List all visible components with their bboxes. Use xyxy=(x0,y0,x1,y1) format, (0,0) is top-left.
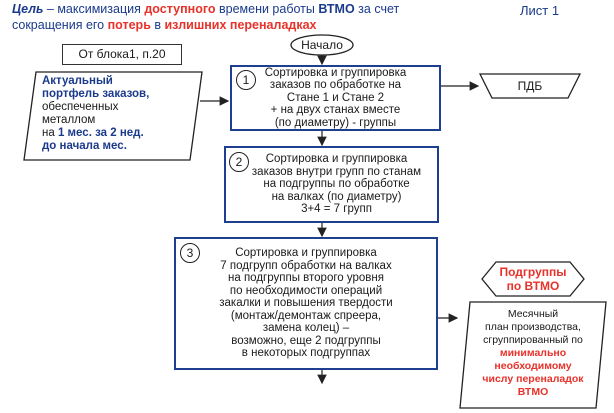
step3-box: Сортировка и группировка 7 подгрупп обра… xyxy=(174,237,438,370)
portfolio-text: Актуальный портфель заказов, обеспеченны… xyxy=(42,75,150,152)
step2-number: 2 xyxy=(229,152,249,172)
subgroups-hexagon xyxy=(481,261,585,297)
step1-number: 1 xyxy=(236,70,256,90)
source-reference-box: От блока1, п.20 xyxy=(62,44,182,65)
sheet-label: Лист 1 xyxy=(520,3,560,18)
goal-word: Цель xyxy=(12,2,44,16)
start-label: Начало xyxy=(301,38,343,52)
pdb-label: ПДБ xyxy=(517,79,543,93)
plan-parallelogram xyxy=(459,301,607,409)
monthly-plan-text: Месячный план производства, сгруппирован… xyxy=(482,308,584,398)
start-oval xyxy=(290,34,354,56)
portfolio-parallelogram xyxy=(23,71,203,161)
step2-box: Сортировка и группировка заказов внутри … xyxy=(224,146,439,223)
pdb-shape xyxy=(478,73,582,99)
step3-number: 3 xyxy=(180,243,200,263)
header-title: Цель – максимизация доступного времени р… xyxy=(12,2,400,32)
step1-box: Сортировка и группировка заказов по обра… xyxy=(230,65,441,131)
subgroups-label: Подгруппы по ВТМО xyxy=(499,265,567,293)
